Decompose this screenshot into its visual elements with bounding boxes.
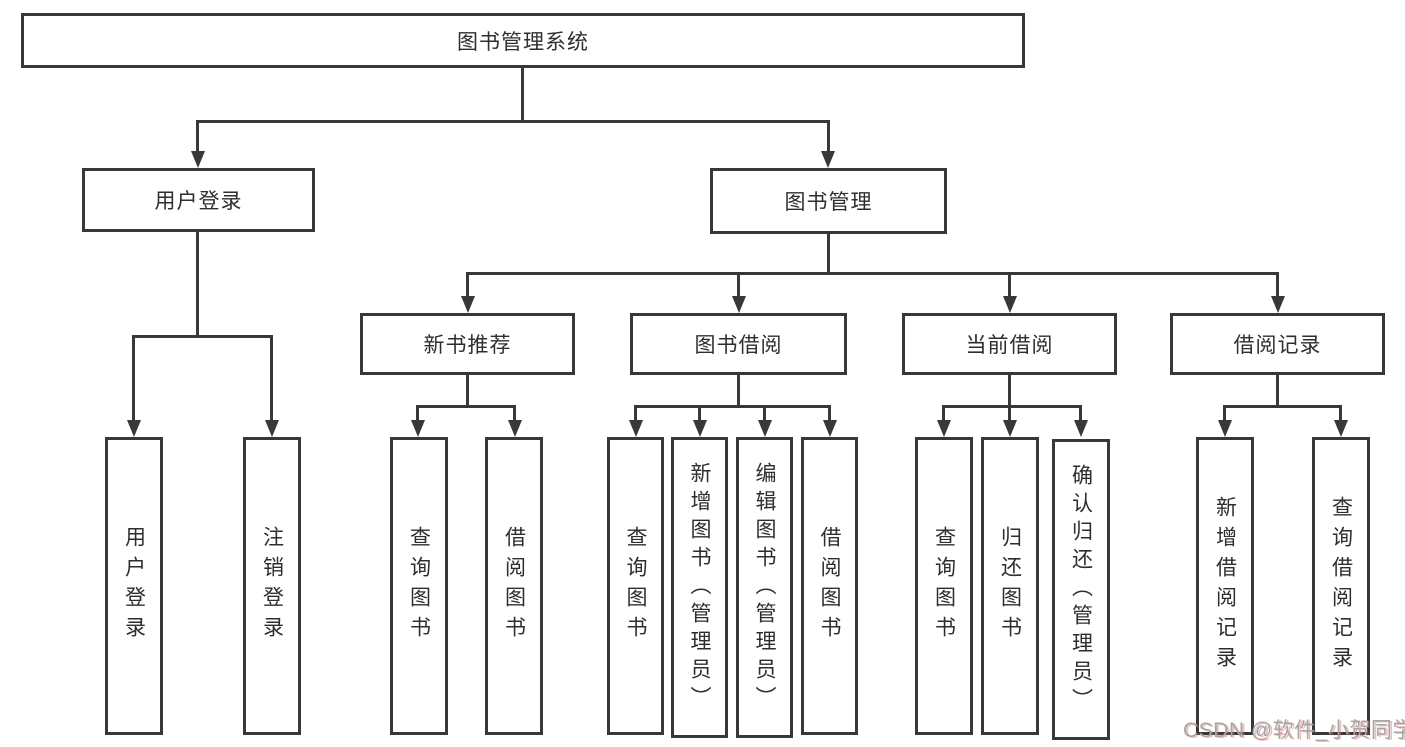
leaf-label: 借阅图书: [502, 526, 526, 646]
connector-line: [737, 375, 740, 408]
node-new-book-recommendation: 新书推荐: [360, 313, 575, 375]
connector-line: [1276, 272, 1279, 299]
arrowhead-icon: [758, 420, 772, 437]
arrowhead-icon: [629, 420, 643, 437]
arrowhead-icon: [1334, 420, 1348, 437]
connector-line: [1223, 405, 1342, 408]
node-library-management-system: 图书管理系统: [21, 13, 1025, 68]
node-user-login: 用户登录: [82, 168, 315, 232]
connector-line: [513, 405, 516, 423]
csdn-watermark: CSDN @软件_小贺同学: [1183, 719, 1405, 742]
leaf-borrow-book: 借阅图书: [801, 437, 858, 735]
leaf-label: 查询图书: [407, 526, 431, 646]
connector-line: [196, 120, 199, 154]
arrowhead-icon: [191, 151, 205, 168]
leaf-add-book-admin: 新增图书（管理员）: [671, 437, 728, 738]
connector-line: [942, 405, 945, 423]
leaf-label: 借阅图书: [818, 526, 841, 646]
arrowhead-icon: [265, 420, 279, 437]
leaf-label: 查询图书: [932, 526, 956, 646]
leaf-label: 新增借阅记录: [1213, 496, 1237, 676]
leaf-label: 查询图书: [624, 526, 647, 646]
node-book-borrowing: 图书借阅: [630, 313, 847, 375]
connector-line: [132, 335, 135, 423]
leaf-return-book: 归还图书: [981, 437, 1039, 735]
node-current-borrowing: 当前借阅: [902, 313, 1117, 375]
node-book-management: 图书管理: [710, 168, 947, 234]
connector-line: [634, 405, 637, 423]
arrowhead-icon: [1218, 420, 1232, 437]
arrowhead-icon: [411, 420, 425, 437]
leaf-label: 查询借阅记录: [1329, 496, 1353, 676]
connector-line: [737, 272, 740, 299]
arrowhead-icon: [1271, 296, 1285, 313]
arrowhead-icon: [1003, 296, 1017, 313]
leaf-label: 确认归还（管理员）: [1069, 463, 1093, 716]
arrowhead-icon: [1074, 420, 1088, 437]
connector-line: [1008, 375, 1011, 408]
connector-line: [132, 335, 273, 338]
connector-line: [416, 405, 516, 408]
leaf-label: 新增图书（管理员）: [688, 461, 711, 714]
connector-line: [828, 405, 831, 423]
connector-line: [521, 68, 524, 120]
connector-line: [634, 405, 831, 408]
arrowhead-icon: [732, 296, 746, 313]
connector-line: [196, 232, 199, 338]
connector-line: [270, 335, 273, 423]
connector-line: [1276, 375, 1279, 408]
leaf-query-book-current: 查询图书: [915, 437, 973, 735]
leaf-confirm-return-admin: 确认归还（管理员）: [1052, 439, 1110, 740]
connector-line: [942, 405, 1082, 408]
connector-line: [763, 405, 766, 423]
leaf-user-login: 用户登录: [105, 437, 163, 735]
connector-line: [416, 405, 419, 423]
arrowhead-icon: [821, 151, 835, 168]
arrowhead-icon: [693, 420, 707, 437]
arrowhead-icon: [127, 420, 141, 437]
connector-line: [827, 120, 830, 154]
leaf-edit-book-admin: 编辑图书（管理员）: [736, 437, 793, 738]
leaf-query-book-borrowing: 查询图书: [607, 437, 664, 735]
arrowhead-icon: [1003, 420, 1017, 437]
leaf-label: 编辑图书（管理员）: [753, 461, 776, 714]
connector-line: [1079, 405, 1082, 423]
arrowhead-icon: [823, 420, 837, 437]
leaf-add-borrow-record: 新增借阅记录: [1196, 437, 1254, 735]
connector-line: [196, 120, 830, 123]
connector-line: [1008, 405, 1011, 423]
leaf-query-book-recommend: 查询图书: [390, 437, 448, 735]
leaf-label: 归还图书: [998, 526, 1022, 646]
node-borrowing-records: 借阅记录: [1170, 313, 1385, 375]
arrowhead-icon: [508, 420, 522, 437]
connector-line: [466, 272, 1279, 275]
leaf-query-borrow-record: 查询借阅记录: [1312, 437, 1370, 735]
arrowhead-icon: [461, 296, 475, 313]
connector-line: [1008, 272, 1011, 299]
leaf-logout: 注销登录: [243, 437, 301, 735]
connector-line: [698, 405, 701, 423]
arrowhead-icon: [937, 420, 951, 437]
connector-line: [1339, 405, 1342, 423]
connector-line: [466, 272, 469, 299]
connector-line: [466, 375, 469, 408]
connector-line: [1223, 405, 1226, 423]
leaf-label: 注销登录: [260, 526, 284, 646]
connector-line: [827, 234, 830, 275]
leaf-borrow-book-recommend: 借阅图书: [485, 437, 543, 735]
leaf-label: 用户登录: [122, 526, 146, 646]
